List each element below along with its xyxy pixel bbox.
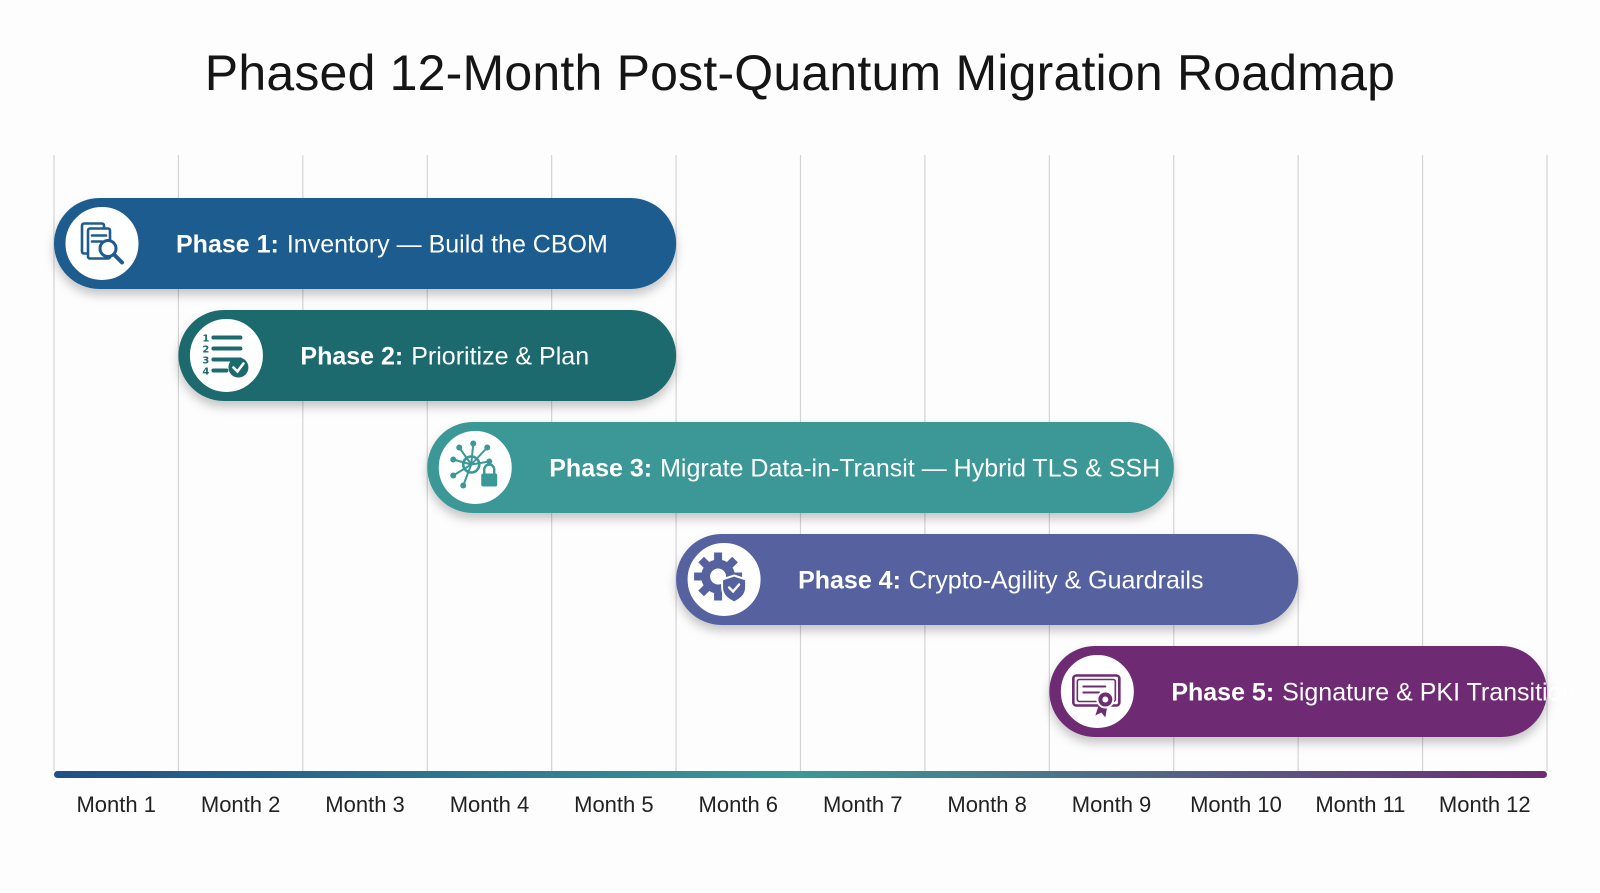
phase-bar-shape[interactable]	[54, 198, 677, 289]
month-label: Month 5	[574, 792, 654, 817]
phase-number: Phase 3:	[549, 455, 652, 483]
phase-number: Phase 5:	[1171, 679, 1274, 707]
phase-number: Phase 1:	[176, 231, 279, 259]
phase-bar-shape[interactable]	[178, 310, 677, 401]
month-label: Month 10	[1190, 792, 1282, 817]
phase-description: Migrate Data-in-Transit — Hybrid TLS & S…	[660, 455, 1160, 483]
phase-icon-circle	[186, 316, 266, 395]
month-label: Month 3	[325, 792, 405, 817]
phase-label: Phase 4: Crypto-Agility & Guardrails	[798, 567, 1203, 595]
month-label: Month 2	[201, 792, 281, 817]
phase-description: Crypto-Agility & Guardrails	[909, 567, 1204, 595]
phase-bar-shape[interactable]	[1049, 646, 1547, 737]
document-search-icon	[80, 222, 124, 265]
phase-bar-4[interactable]: Phase 4: Crypto-Agility & Guardrails	[676, 534, 1299, 625]
phase-description: Signature & PKI Transition	[1282, 679, 1575, 707]
phase-bar-1[interactable]: Phase 1: Inventory — Build the CBOM	[54, 198, 677, 289]
month-label: Month 8	[947, 792, 1027, 817]
network-lock-icon	[450, 440, 498, 489]
phase-bar-5[interactable]: Phase 5: Signature & PKI Transition	[1049, 646, 1575, 737]
phase-label: Phase 1: Inventory — Build the CBOM	[176, 231, 608, 259]
gear-shield-icon	[694, 552, 748, 604]
phase-label: Phase 5: Signature & PKI Transition	[1171, 679, 1575, 707]
phase-bar-3[interactable]: Phase 3: Migrate Data-in-Transit — Hybrid…	[427, 422, 1174, 513]
chart-title: Phased 12-Month Post-Quantum Migration R…	[204, 45, 1396, 101]
phase-description: Inventory — Build the CBOM	[287, 231, 608, 259]
phase-label: Phase 3: Migrate Data-in-Transit — Hybrid…	[549, 455, 1160, 483]
month-label: Month 1	[76, 792, 156, 817]
phase-bar-shape[interactable]	[676, 534, 1299, 625]
svg-text:4: 4	[202, 367, 209, 378]
month-label: Month 12	[1439, 792, 1531, 817]
phase-icon-circle	[435, 428, 515, 507]
month-label: Month 6	[699, 792, 779, 817]
phase-number: Phase 4:	[798, 567, 901, 595]
timeline-axis	[54, 771, 1547, 778]
month-label: Month 11	[1315, 792, 1405, 817]
phase-number: Phase 2:	[300, 343, 403, 371]
certificate-icon	[1072, 674, 1121, 718]
month-label: Month 9	[1072, 792, 1152, 817]
svg-text:2: 2	[202, 345, 209, 356]
phase-description: Prioritize & Plan	[411, 343, 589, 371]
phase-bar-shape[interactable]	[427, 422, 1174, 513]
month-label: Month 4	[450, 792, 530, 817]
svg-text:3: 3	[202, 356, 209, 367]
svg-text:1: 1	[202, 334, 209, 345]
phase-label: Phase 2: Prioritize & Plan	[300, 343, 589, 371]
month-label: Month 7	[823, 792, 903, 817]
